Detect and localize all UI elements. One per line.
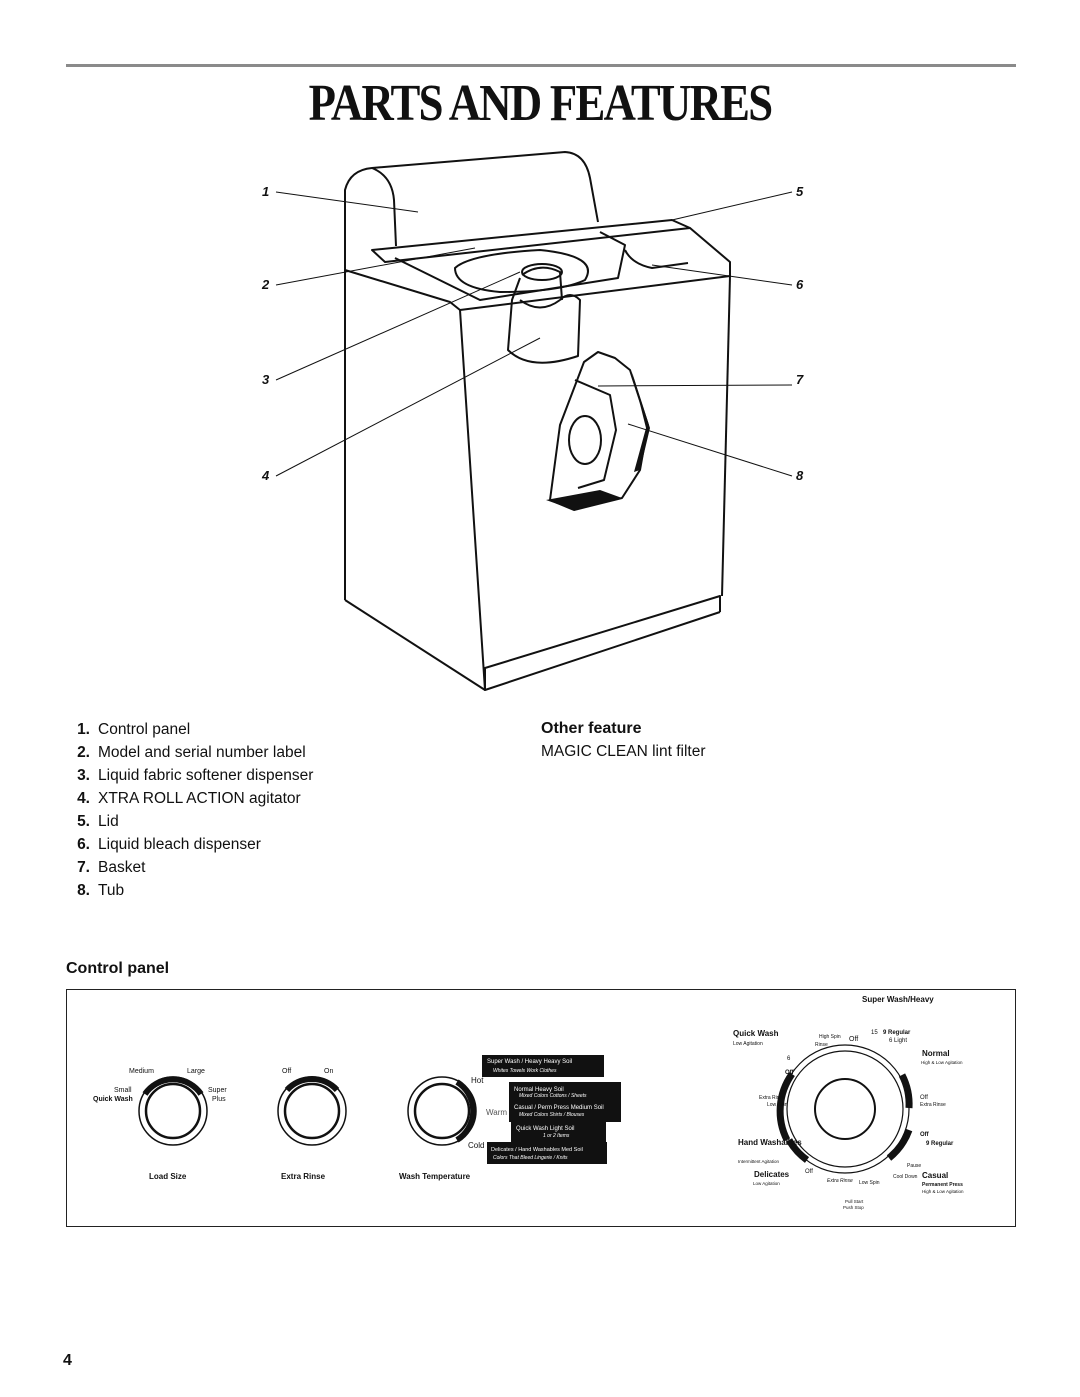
cycle-15: 15 [871,1030,878,1036]
washer-diagram: 1 2 3 4 5 6 7 8 [261,151,804,691]
band-2-sub: Mixed Colors Cottons / Sheets [519,1093,587,1099]
cycle-off-right: Off [920,1095,928,1101]
cycle-intermittent-agitation: Intermittent Agitation [738,1159,780,1164]
cycle-extra-rinse-bottom: Extra Rinse [827,1178,853,1184]
cycle-delicates: Delicates [754,1170,790,1179]
cycle-6: 6 [787,1056,791,1062]
callout-5: 5 [796,184,804,199]
load-size-quick-wash: Quick Wash [93,1096,133,1103]
list-item: 1.Control panel [77,721,191,738]
cycle-9-regular-lower: 9 Regular [926,1141,954,1147]
cycle-off-top: Off [849,1036,858,1043]
page-title: PARTS AND FEATURES [308,75,773,132]
cycle-off-bottom: Off [805,1169,813,1175]
cycle-extra-rinse: Extra Rinse [759,1095,785,1101]
header-rule [66,64,1016,67]
cycle-extra-rinse-right: Extra Rinse [920,1102,946,1108]
load-size-small: Small [114,1087,132,1094]
wash-temp-cold: Cold [468,1141,484,1150]
cycle-low-agitation: Low Agitation [733,1041,763,1047]
load-size-large: Large [187,1068,205,1075]
cycle-delicates-agitation: Low Agitation [753,1181,780,1186]
band-5-sub: Colors That Bleed Lingerie / Knits [493,1155,568,1161]
list-item: 2.Model and serial number label [77,744,306,761]
band-4-sub: 1 or 2 Items [543,1133,570,1139]
cycle-pause: Pause [907,1163,921,1169]
cycle-pull-start: Pull Start [845,1199,864,1204]
extra-rinse-off: Off [282,1068,291,1075]
cycle-off-left: Off [785,1070,795,1076]
control-panel-box: Medium Large Small Super Quick Wash Plus… [66,989,1016,1227]
band-1-sub: Whites Towels Work Clothes [493,1068,557,1074]
list-item: 5.Lid [77,813,119,830]
band-3-sub: Mixed Colors Shirts / Blouses [519,1112,585,1118]
list-item: 3.Liquid fabric softener dispenser [77,767,314,784]
callout-2: 2 [261,277,270,292]
load-size-medium: Medium [129,1068,154,1075]
extra-rinse-label: Extra Rinse [281,1172,326,1181]
parts-list: 1.Control panel 2.Model and serial numbe… [60,718,313,902]
list-item: 8.Tub [77,882,125,899]
cycle-quick-wash: Quick Wash [733,1029,779,1038]
cycle-knob[interactable] [776,1044,913,1174]
load-size-label: Load Size [149,1172,187,1181]
wash-temperature-knob[interactable] [407,1076,477,1146]
page-number: 4 [63,1352,72,1369]
band-4-main: Quick Wash Light Soil [516,1126,574,1132]
control-panel-heading: Control panel [66,960,170,977]
band-1-main: Super Wash / Heavy Heavy Soil [487,1059,572,1065]
extra-rinse-knob[interactable] [277,1076,347,1146]
cycle-low-spin-bottom: Low Spin [859,1180,880,1186]
list-item: 4.XTRA ROLL ACTION agitator [77,790,301,807]
cycle-high-spin: High Spin [819,1034,841,1040]
cycle-push-stop: Push Stop [843,1205,864,1210]
cycle-off-lower-right: Off [920,1132,930,1138]
cycle-cool-down: Cool Down [893,1174,918,1180]
cycle-rinse: Rinse [815,1042,828,1048]
cycle-normal-agitation: High & Low Agitation [921,1060,963,1065]
list-item: 6.Liquid bleach dispenser [77,836,261,853]
band-5-main: Delicates / Hand Washables Med Soil [491,1147,583,1153]
cycle-permanent-press: Permanent Press [922,1182,963,1188]
callout-7: 7 [796,372,804,387]
wash-temp-warm: Warm [486,1108,507,1117]
wash-temp-hot: Hot [471,1076,484,1085]
callout-3: 3 [262,372,270,387]
callout-4: 4 [261,468,270,483]
list-item: 7.Basket [77,859,146,876]
cycle-6-light: 6 Light [889,1038,907,1044]
cycle-casual: Casual [922,1171,948,1180]
cycle-super-wash-heavy: Super Wash/Heavy [862,995,934,1004]
load-size-plus: Plus [212,1096,226,1103]
wash-temp-bands [482,1055,621,1164]
callout-8: 8 [796,468,804,483]
callout-6: 6 [796,277,804,292]
other-feature-heading: Other feature [541,720,642,737]
control-panel-drawing: Medium Large Small Super Quick Wash Plus… [93,995,964,1210]
cycle-hand-washables: Hand Washables [738,1138,802,1147]
band-3-main: Casual / Perm Press Medium Soil [514,1105,604,1111]
callout-1: 1 [262,184,269,199]
load-size-super: Super [208,1087,227,1094]
cycle-9-regular: 9 Regular [883,1030,911,1036]
cycle-normal: Normal [922,1049,950,1058]
wash-temperature-label: Wash Temperature [399,1172,471,1181]
extra-rinse-on: On [324,1068,333,1075]
other-feature-text: MAGIC CLEAN lint filter [541,743,706,760]
cycle-low-spin: Low Spin [767,1102,788,1108]
load-size-knob[interactable] [138,1076,208,1146]
band-2-main: Normal Heavy Soil [514,1087,564,1093]
cycle-casual-agitation: High & Low Agitation [922,1189,964,1194]
